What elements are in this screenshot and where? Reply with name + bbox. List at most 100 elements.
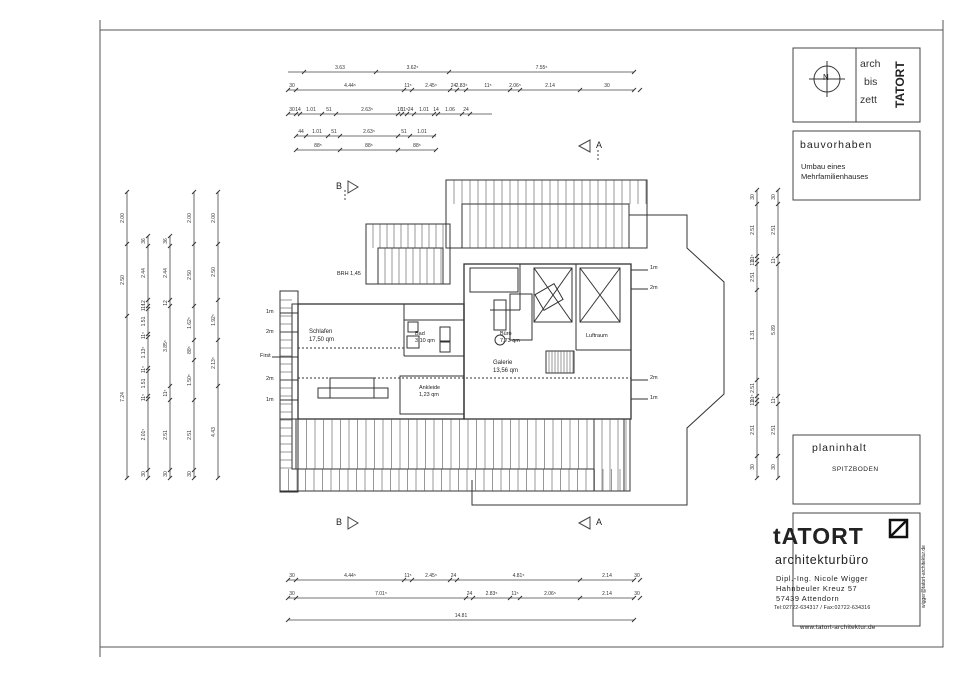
dim-label-top-row2: 2.14	[545, 83, 555, 89]
dim-label-right-col1: 11⁵	[750, 394, 756, 401]
dimension-tick	[433, 147, 439, 153]
dim-label-top-row3: 1.01	[306, 107, 316, 113]
room-area: 1,23 qm	[419, 392, 439, 398]
room-buero: Büro 7,73 qm	[500, 331, 520, 345]
dimension-ticks	[124, 69, 781, 623]
firm-website-link[interactable]: www.tatort-architektur.de	[800, 624, 876, 631]
dimension-tick	[191, 303, 197, 309]
dimension-tick	[145, 331, 151, 337]
dim-label-right-col2: 11⁵	[771, 256, 777, 263]
dim-label-bottom-row2: 2.14	[602, 591, 612, 597]
dim-label-left-col4: 88⁵	[187, 346, 193, 354]
dimension-lines	[126, 71, 779, 621]
dim-label-top-row4: 1.01	[417, 129, 427, 135]
dimension-tick	[775, 453, 781, 459]
dimension-tick	[293, 577, 299, 583]
dimension-tick	[631, 595, 637, 601]
dim-label-right-col1: 30	[750, 464, 756, 470]
height-1m-left-bottom: 1m	[266, 397, 274, 403]
dimension-tick	[411, 111, 417, 117]
dimension-tick	[293, 87, 299, 93]
logo-line-arch: arch	[860, 58, 881, 70]
dim-label-top-row5: 88⁵	[365, 143, 373, 149]
section-a-bottom-label: A	[596, 517, 603, 527]
dim-label-bottom-row1: 2.14	[602, 573, 612, 579]
dimension-tick	[517, 595, 523, 601]
room-name: Bad	[415, 331, 425, 337]
dimension-tick	[167, 467, 173, 473]
dimension-tick	[775, 261, 781, 267]
dim-label-left-col3: 2.51	[163, 430, 169, 440]
dim-label-left-col5: 2.50	[211, 267, 217, 277]
dim-label-left-col5: 1.92⁵	[211, 314, 217, 326]
room-name: Galerie	[493, 360, 513, 366]
project-description: Umbau eines Mehrfamilienhauses	[801, 162, 869, 181]
height-2m-left-top: 2m	[266, 329, 274, 335]
dim-label-top-row3: 1.01	[419, 107, 429, 113]
dimension-tick	[293, 133, 299, 139]
room-galerie: Galerie 13,56 qm	[493, 359, 518, 375]
dim-label-left-col1: 7.24	[120, 392, 126, 402]
dimension-tick	[167, 475, 173, 481]
dimension-tick	[191, 189, 197, 195]
dim-label-left-col2: 11⁵	[141, 304, 147, 311]
dim-label-bottom-row1: 30	[289, 573, 295, 579]
dimension-tick	[325, 133, 331, 139]
dim-label-top-row3: 51	[326, 107, 332, 113]
north-arrow-icon	[809, 61, 845, 97]
dimension-tick	[145, 303, 151, 309]
dim-label-right-col2: 2.51	[771, 225, 777, 235]
dimension-tick	[124, 475, 130, 481]
dimension-tick	[401, 577, 407, 583]
dimension-tick	[631, 617, 637, 623]
dimension-tick	[446, 69, 452, 75]
brh-annotation: BRH 1,45	[337, 271, 361, 277]
dim-label-left-col4: 2.00	[187, 213, 193, 223]
dimension-tick	[191, 241, 197, 247]
dim-label-bottom-row1: 11⁵	[404, 573, 411, 579]
dimension-tick	[454, 87, 460, 93]
dimension-tick	[293, 595, 299, 601]
dim-label-left-col2: 1.13⁵	[141, 347, 147, 359]
dimension-tick	[637, 87, 643, 93]
dim-label-top-row4: 1.01	[312, 129, 322, 135]
dimension-tick	[333, 111, 339, 117]
section-a-top-label: A	[596, 140, 603, 150]
dim-label-top-row3: 1.06	[445, 107, 455, 113]
dimension-tick	[467, 111, 473, 117]
dimension-tick	[754, 287, 760, 293]
dimension-tick	[517, 87, 523, 93]
dim-label-top-row5: 88⁵	[314, 143, 322, 149]
dimension-tick	[407, 133, 413, 139]
room-name: Schlafen	[309, 329, 333, 335]
firm-subtitle: architekturbüro	[775, 553, 869, 567]
dimension-tick	[631, 87, 637, 93]
height-2m-right-top: 2m	[650, 285, 658, 291]
room-area: 3,10 qm	[415, 338, 435, 344]
dim-label-top-row3: 14	[295, 107, 301, 113]
dim-label-bottom-row1: 4.81⁵	[513, 573, 525, 579]
plan-heading: planinhalt	[812, 442, 867, 454]
dim-label-left-col3: 12	[163, 300, 169, 306]
dimension-tick	[215, 241, 221, 247]
height-1m-right-top: 1m	[650, 265, 658, 271]
dim-label-top-row1: 3.63	[335, 65, 345, 71]
dim-label-bottom-row2: 2.06⁵	[544, 591, 556, 597]
dimension-tick	[775, 401, 781, 407]
section-arrows	[344, 139, 599, 530]
dimension-tick	[215, 297, 221, 303]
dimension-tick	[637, 595, 643, 601]
height-1m-left-top: 1m	[266, 309, 274, 315]
dimension-tick	[454, 577, 460, 583]
dimension-tick	[337, 133, 343, 139]
dimension-tick	[409, 87, 415, 93]
dimension-tick	[145, 368, 151, 374]
dimension-tick	[145, 243, 151, 249]
roof-outline	[272, 179, 725, 506]
dim-label-bottom-row1: 24	[451, 573, 457, 579]
dim-label-top-row4: 51	[401, 129, 407, 135]
dim-label-right-col1: 11⁵	[750, 398, 756, 405]
firm-email-link[interactable]: wigger@tatort-architektur.de	[921, 545, 927, 608]
